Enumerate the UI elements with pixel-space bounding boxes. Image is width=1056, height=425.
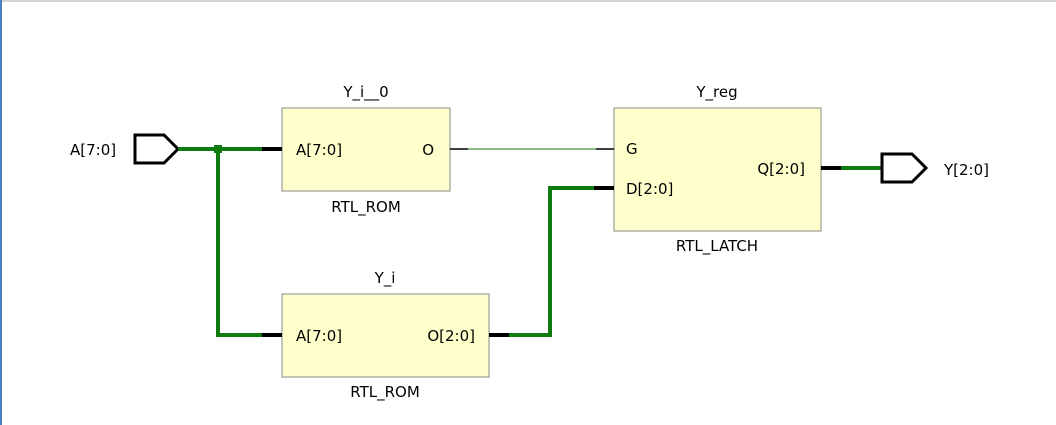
block-instance-label: Y_i__0 bbox=[342, 83, 388, 102]
net-a-bus[interactable] bbox=[178, 145, 282, 337]
pin-in-label: A[7:0] bbox=[296, 327, 342, 345]
input-port-arrow-icon bbox=[133, 133, 181, 165]
pin-g-label: G bbox=[626, 140, 638, 158]
pin-out-label: O bbox=[422, 141, 434, 159]
block-body bbox=[281, 293, 490, 378]
pin-in-label: A[7:0] bbox=[296, 141, 342, 159]
block-rom-top[interactable]: Y_i__0 A[7:0] O RTL_ROM bbox=[262, 83, 468, 217]
block-type-label: RTL_ROM bbox=[331, 198, 401, 217]
block-rom-bottom[interactable]: Y_i A[7:0] O[2:0] RTL_ROM bbox=[262, 269, 509, 402]
block-instance-label: Y_reg bbox=[695, 83, 737, 102]
output-port-arrow-icon bbox=[880, 152, 929, 184]
frame-top-edge bbox=[0, 0, 1056, 2]
frame-left-edge bbox=[0, 0, 2, 425]
net-rom-to-latch-d[interactable] bbox=[489, 186, 614, 337]
block-type-label: RTL_LATCH bbox=[676, 237, 758, 256]
output-port-y[interactable]: Y[2:0] bbox=[880, 152, 989, 184]
input-port-label: A[7:0] bbox=[70, 141, 116, 159]
block-body bbox=[613, 107, 822, 232]
pin-q-label: Q[2:0] bbox=[757, 160, 805, 178]
output-port-label: Y[2:0] bbox=[943, 161, 989, 179]
block-type-label: RTL_ROM bbox=[350, 383, 420, 402]
block-latch[interactable]: Y_reg G D[2:0] Q[2:0] RTL_LATCH bbox=[594, 83, 841, 256]
pin-d-label: D[2:0] bbox=[626, 180, 673, 198]
input-port-a[interactable]: A[7:0] bbox=[70, 133, 181, 165]
pin-out-label: O[2:0] bbox=[427, 327, 475, 345]
net-junction-dot bbox=[214, 145, 222, 153]
block-instance-label: Y_i bbox=[374, 269, 396, 288]
